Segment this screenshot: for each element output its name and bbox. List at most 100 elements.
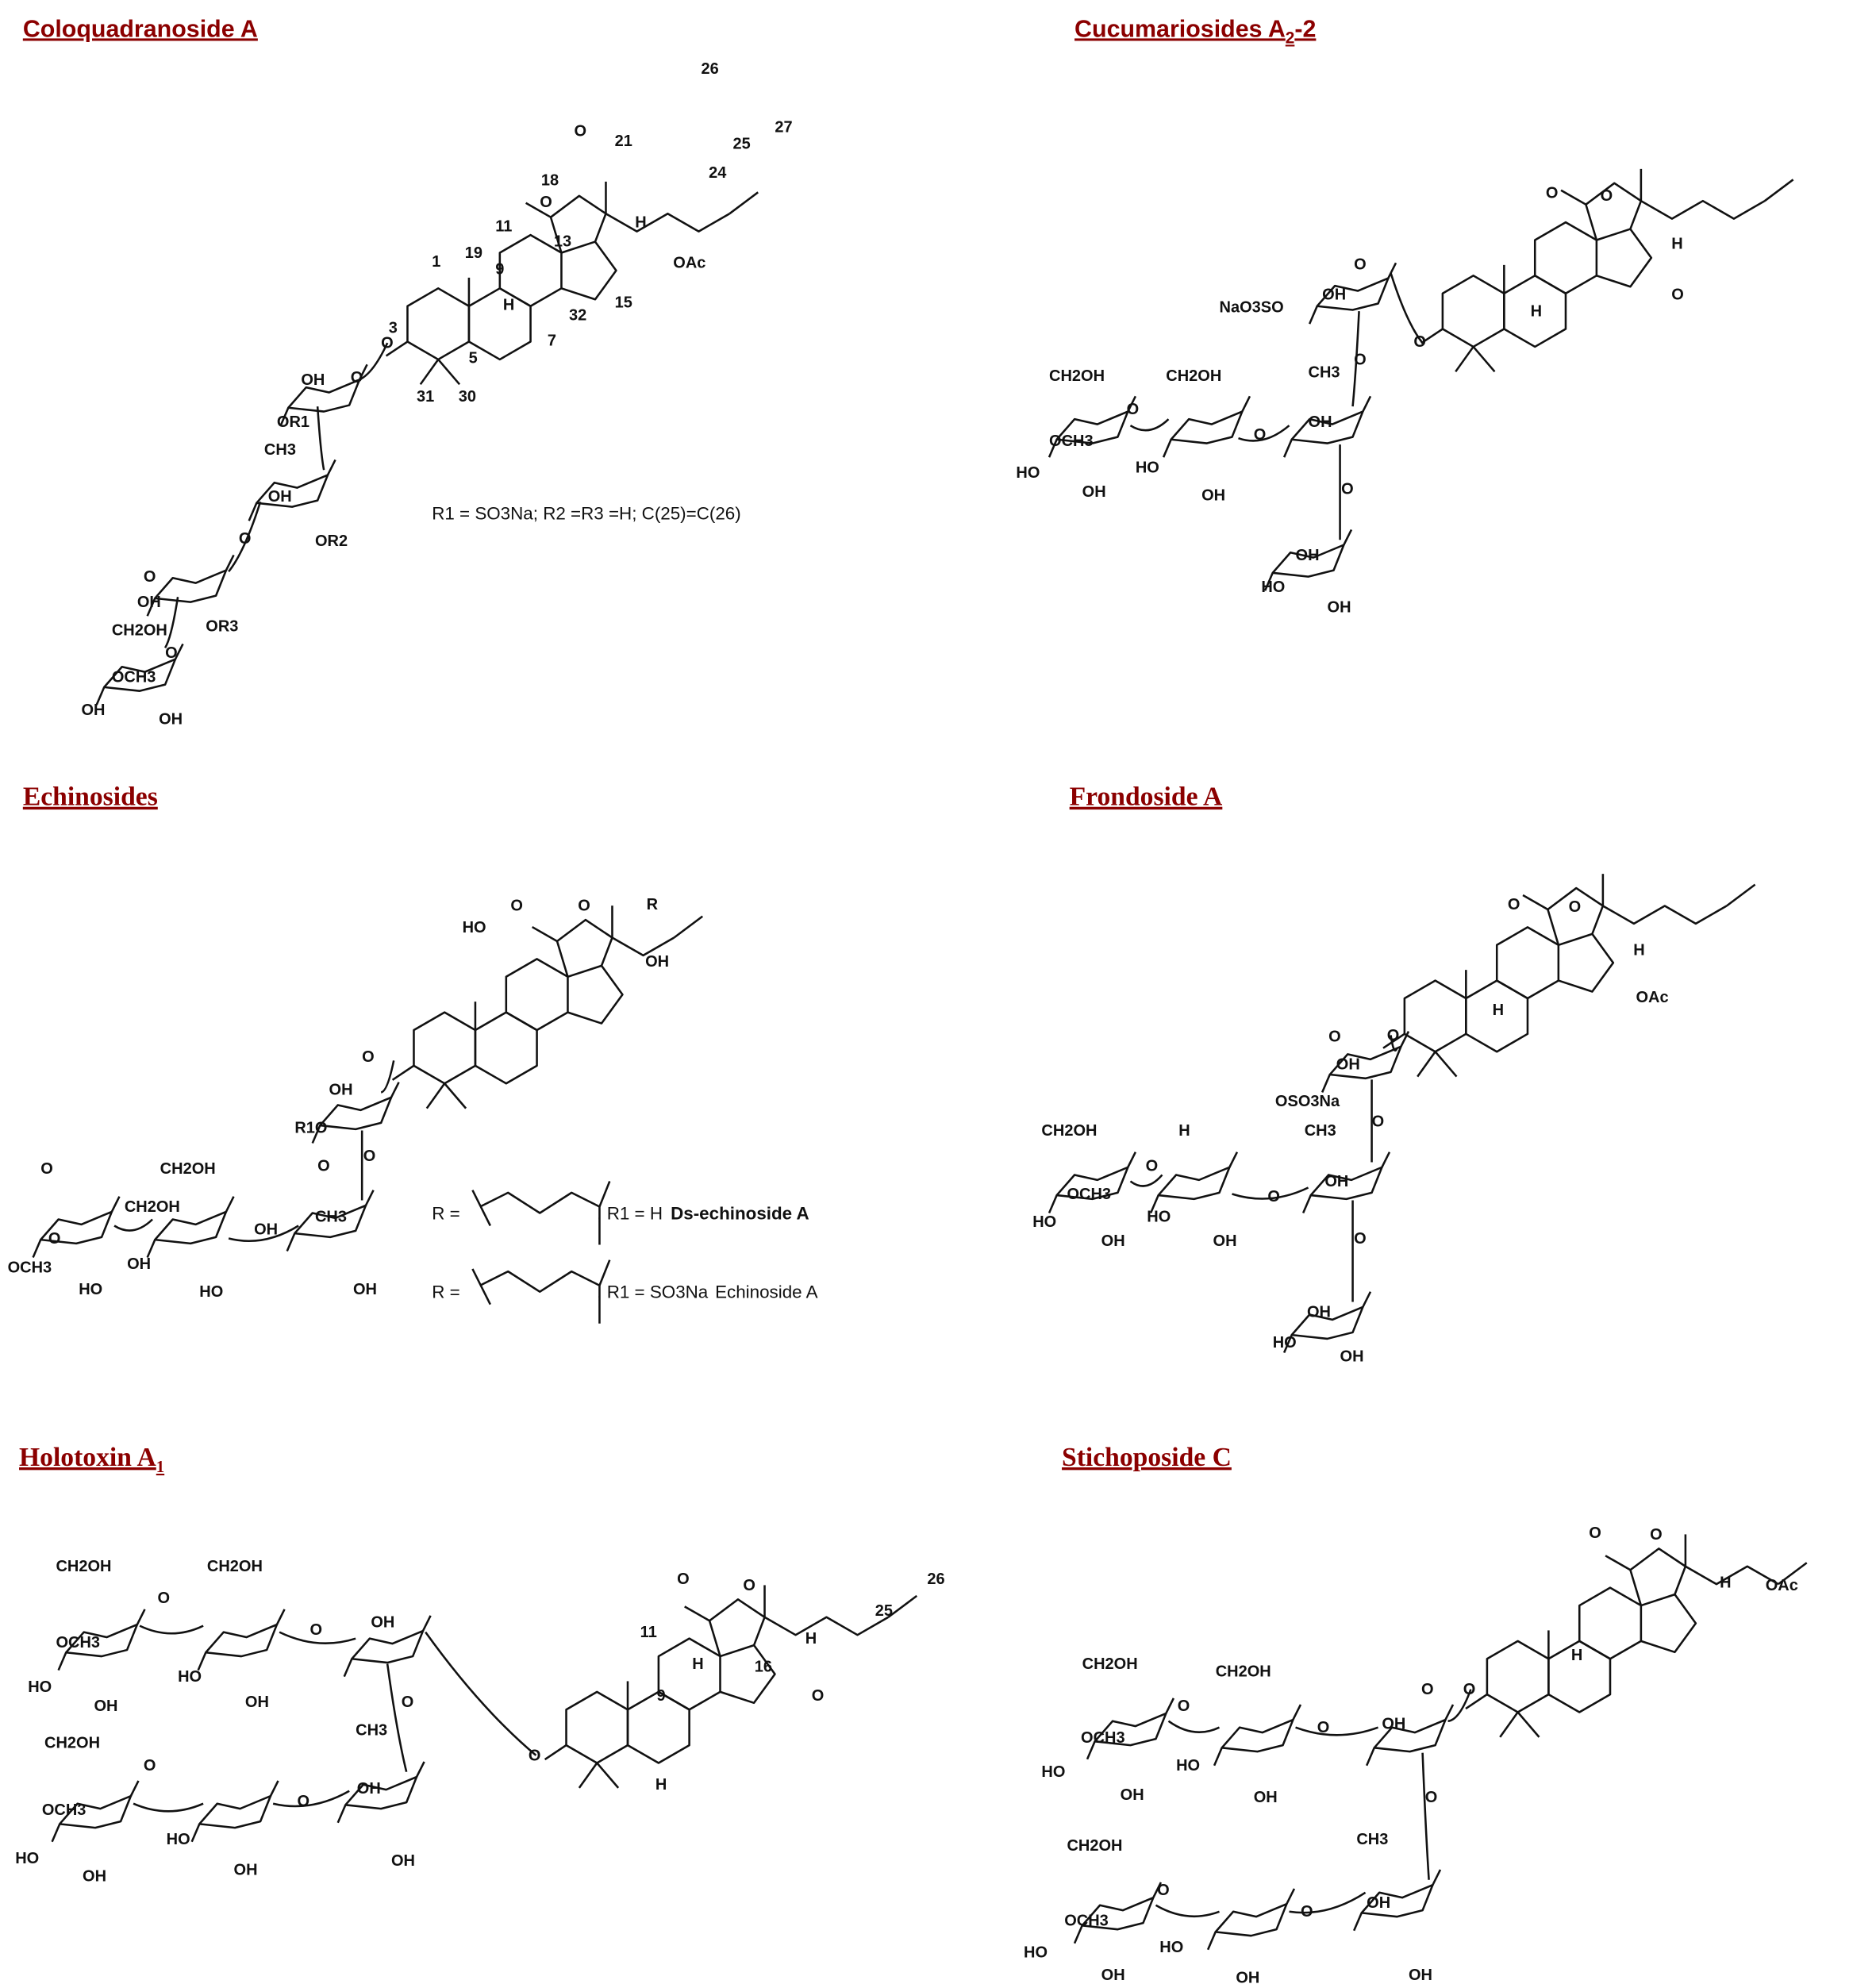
wavy-bond: [471, 1190, 491, 1227]
atom-label: HO: [1147, 1209, 1171, 1226]
sugar-bond: [1365, 1747, 1375, 1767]
atom-label: 24: [709, 164, 727, 182]
atom-label: 15: [615, 294, 632, 311]
methyl: [1455, 346, 1474, 373]
atom-label: O: [1387, 1027, 1400, 1044]
sugar-ring: [154, 569, 228, 603]
atom-label: O: [1589, 1525, 1601, 1542]
atom-label: OH: [1324, 1173, 1348, 1190]
ring: [1403, 979, 1467, 1053]
atom-label: O: [1301, 1903, 1313, 1921]
ring-d: [567, 964, 624, 1025]
atom-label: HO: [1016, 464, 1040, 482]
side-chain: [1725, 883, 1756, 907]
sugar-bond: [1321, 1074, 1331, 1093]
lactone-ring: [549, 194, 607, 253]
sugar-bond: [1400, 1031, 1410, 1048]
atom-label: CH2OH: [160, 1160, 216, 1178]
sugar-bond: [1444, 1704, 1455, 1721]
sugar-bond: [1381, 1152, 1391, 1168]
atom-label: HO: [167, 1831, 190, 1848]
atom-label: OCH3: [56, 1634, 100, 1651]
sugar-bond: [1048, 1194, 1058, 1213]
atom-label: OR2: [315, 533, 348, 550]
atom-label: O: [1178, 1698, 1190, 1715]
glycosidic-link: [386, 1663, 408, 1773]
atom-label: O: [1650, 1526, 1663, 1544]
atom-label: CH2OH: [56, 1558, 111, 1575]
atom-label: HO: [199, 1283, 223, 1301]
atom-label: HO: [1024, 1944, 1048, 1961]
ring: [657, 1637, 721, 1711]
glycosidic-link: [228, 501, 262, 573]
sugar-bond: [1263, 572, 1274, 591]
side-chain: [1764, 179, 1794, 202]
atom-label: CH3: [1356, 1831, 1388, 1848]
atom-label: O: [1127, 401, 1140, 418]
side-chain: [1778, 1562, 1808, 1586]
atom-label: O: [578, 898, 590, 915]
methyl: [1499, 1711, 1519, 1738]
atom-label: 25: [875, 1602, 893, 1620]
glycosidic-link: [139, 1624, 204, 1635]
atom-label: HO: [463, 919, 486, 936]
atom-label: CH2OH: [1216, 1663, 1271, 1681]
atom-label: OH: [1307, 1304, 1331, 1321]
lactone-ring: [1585, 182, 1643, 240]
atom-label: OH: [159, 710, 183, 728]
r-side-chain: [598, 1181, 611, 1207]
atom-label: O: [165, 644, 178, 662]
carbonyl: [1522, 894, 1549, 911]
atom-label: OH: [137, 594, 161, 611]
atom-label: O: [298, 1793, 310, 1810]
sugar-bond: [279, 407, 290, 426]
sugar-ring: [319, 1096, 393, 1131]
atom-label: O: [1372, 1113, 1385, 1131]
atom-label: O: [239, 530, 252, 548]
sugar-bond: [358, 363, 368, 381]
atom-label: OH: [357, 1780, 381, 1798]
atom-label: 27: [775, 118, 792, 136]
atom-label: CH2OH: [44, 1734, 100, 1751]
atom-label: 26: [927, 1571, 944, 1588]
sugar-bond: [364, 1190, 375, 1206]
atom-label: 13: [554, 233, 571, 250]
atom-label: OCH3: [1081, 1729, 1125, 1747]
lactone-ring: [1629, 1548, 1687, 1606]
atom-label: O: [1671, 286, 1684, 304]
sugar-bond: [1362, 395, 1372, 413]
ds-echinoside-a-label: Ds-echinoside A: [671, 1203, 809, 1223]
side-chain: [763, 1616, 890, 1636]
atom-label: OH: [1296, 547, 1320, 564]
side-chain: [887, 1594, 918, 1618]
atom-label: CH2OH: [112, 621, 167, 639]
ring: [1495, 926, 1560, 1000]
glycosidic-link: [279, 1631, 356, 1644]
glycosidic-link: [425, 1631, 537, 1756]
atom-label: OH: [1409, 1967, 1432, 1984]
atom-label: O: [1463, 1681, 1476, 1698]
atom-label: CH2OH: [207, 1558, 263, 1575]
sugar-bond: [174, 643, 184, 660]
atom-label: O: [574, 122, 586, 140]
atom-label: OH: [1367, 1894, 1390, 1912]
sugar-bond: [136, 1609, 146, 1625]
atom-label: OH: [1336, 1056, 1360, 1074]
atom-label: HO: [1136, 459, 1159, 476]
glycosidic-link: [1232, 1186, 1309, 1200]
svg-text:R =: R =: [432, 1203, 459, 1223]
atom-label: HO: [1176, 1757, 1200, 1774]
atom-label: H: [1720, 1575, 1731, 1592]
ring: [1441, 275, 1505, 348]
glycosidic-bond: [544, 1744, 567, 1761]
atom-label: 18: [541, 172, 559, 190]
sugar-bond: [1162, 439, 1172, 458]
sugar-bond: [326, 459, 336, 476]
atom-label: H: [1178, 1122, 1190, 1140]
ring-d: [561, 240, 617, 301]
atom-label: OH: [1309, 413, 1332, 431]
svg-text:R =: R =: [432, 1282, 459, 1302]
ring-d: [1596, 228, 1653, 288]
atom-label: CH3: [1309, 363, 1340, 381]
side-chain: [1685, 1565, 1779, 1586]
